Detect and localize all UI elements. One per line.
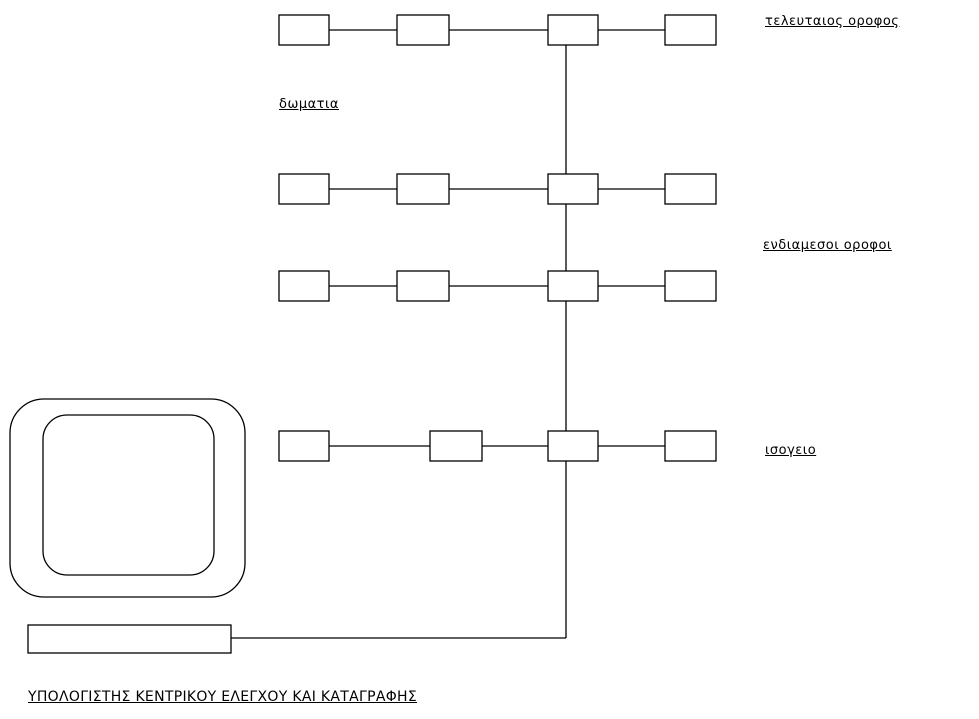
room-box [278, 173, 330, 205]
junction-box [547, 14, 599, 46]
label-rooms: δωματια [279, 97, 339, 112]
label-middle-floors: ενδιαμεσοι οροφοι [763, 238, 892, 253]
monitor-icon [9, 398, 246, 598]
label-ground-floor: ισογειο [765, 443, 817, 458]
junction-box [547, 173, 599, 205]
computer-caption: ΥΠΟΛΟΓΙΣΤΗΣ ΚΕΝΤΡΙΚΟΥ ΕΛΕΓΧΟΥ ΚΑΙ ΚΑΤΑΓΡ… [28, 689, 417, 705]
room-box [429, 430, 483, 462]
floor-middle-1 [278, 173, 717, 205]
floor-ground [278, 430, 717, 462]
room-box [396, 14, 450, 46]
room-box [664, 270, 717, 302]
room-box [278, 430, 330, 462]
room-box [664, 14, 717, 46]
label-top-floor: τελευταιος οροφος [765, 14, 900, 29]
room-box [396, 270, 450, 302]
junction-box [547, 430, 599, 462]
keyboard-icon [27, 624, 232, 654]
floor-top [278, 14, 717, 46]
room-box [396, 173, 450, 205]
room-box [278, 14, 330, 46]
room-box [664, 430, 717, 462]
room-box [278, 270, 330, 302]
floor-middle-2 [278, 270, 717, 302]
junction-box [547, 270, 599, 302]
room-box [664, 173, 717, 205]
